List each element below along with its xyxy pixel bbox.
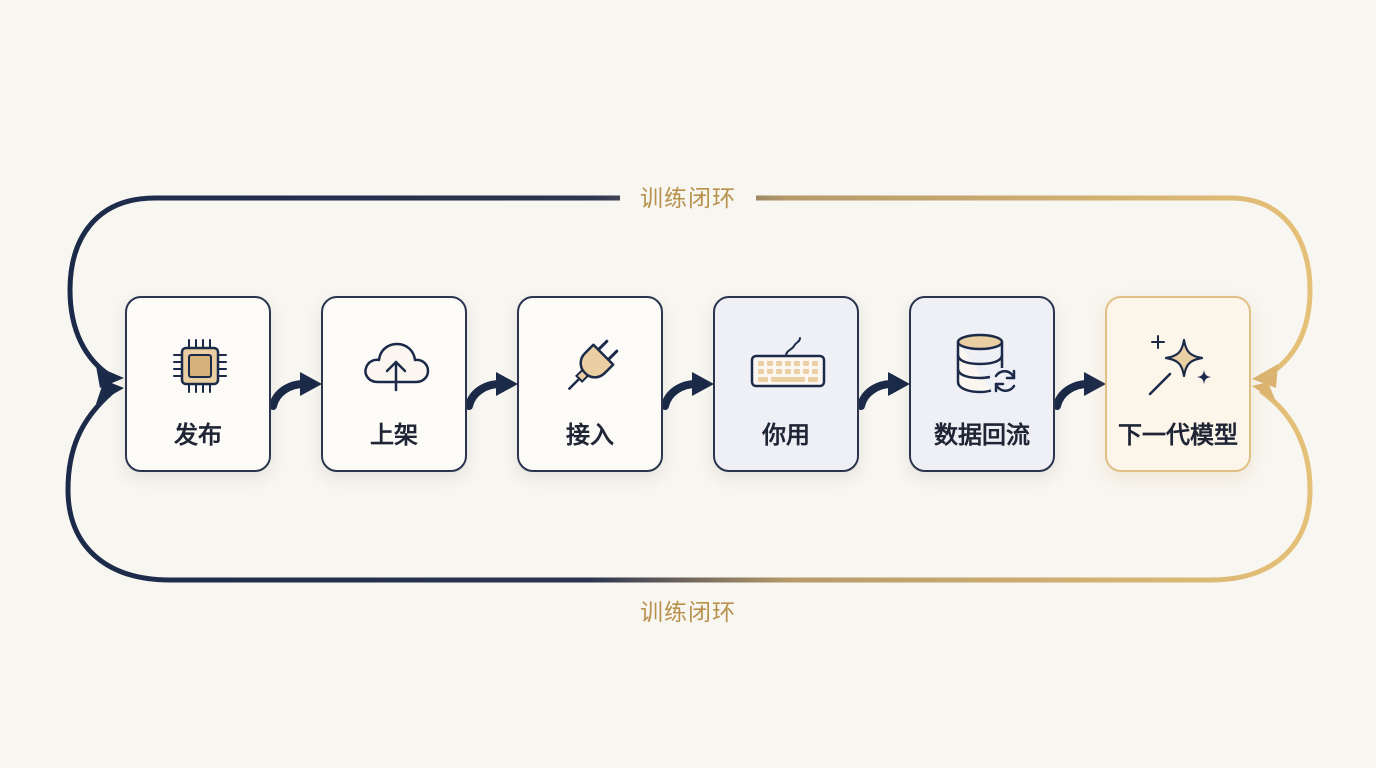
chip-icon — [173, 339, 227, 393]
loop-label-top: 训练闭环 — [620, 184, 756, 214]
left-arrowhead-top — [96, 366, 124, 388]
step-label-data-return: 数据回流 — [934, 421, 1030, 449]
connector-arrow-3 — [661, 372, 714, 410]
step-label-you-use: 你用 — [762, 421, 810, 449]
step-card-next-model: 下一代模型 — [1105, 296, 1251, 472]
loop-label-bottom: 训练闭环 — [640, 600, 736, 626]
step-label-connect: 接入 — [566, 421, 614, 449]
connector-arrow-5 — [1053, 372, 1106, 410]
step-label-next-model: 下一代模型 — [1118, 421, 1238, 449]
left-arrowhead-bottom — [96, 380, 124, 404]
keyboard-icon — [750, 337, 826, 388]
step-label-listing: 上架 — [370, 421, 418, 449]
plug-icon — [568, 339, 619, 390]
step-card-data-return: 数据回流 — [909, 296, 1055, 472]
database-sync-icon — [956, 333, 1016, 394]
right-arrowhead-bottom — [1252, 382, 1276, 402]
connector-arrow-2 — [465, 372, 518, 410]
bottom-loop-path — [65, 389, 1313, 583]
top-loop-path — [67, 195, 623, 380]
right-arrowhead-top — [1252, 364, 1278, 388]
step-card-release: 发布 — [125, 296, 271, 472]
step-card-you-use: 你用 — [713, 296, 859, 472]
cloud-upload-icon — [364, 342, 430, 392]
step-card-listing: 上架 — [321, 296, 467, 472]
connector-arrow-1 — [269, 372, 322, 410]
step-card-connect: 接入 — [517, 296, 663, 472]
sparkle-wand-icon — [1148, 335, 1211, 396]
connector-arrow-4 — [857, 372, 910, 410]
top-loop-path-right — [753, 195, 1313, 378]
step-label-release: 发布 — [174, 421, 222, 449]
